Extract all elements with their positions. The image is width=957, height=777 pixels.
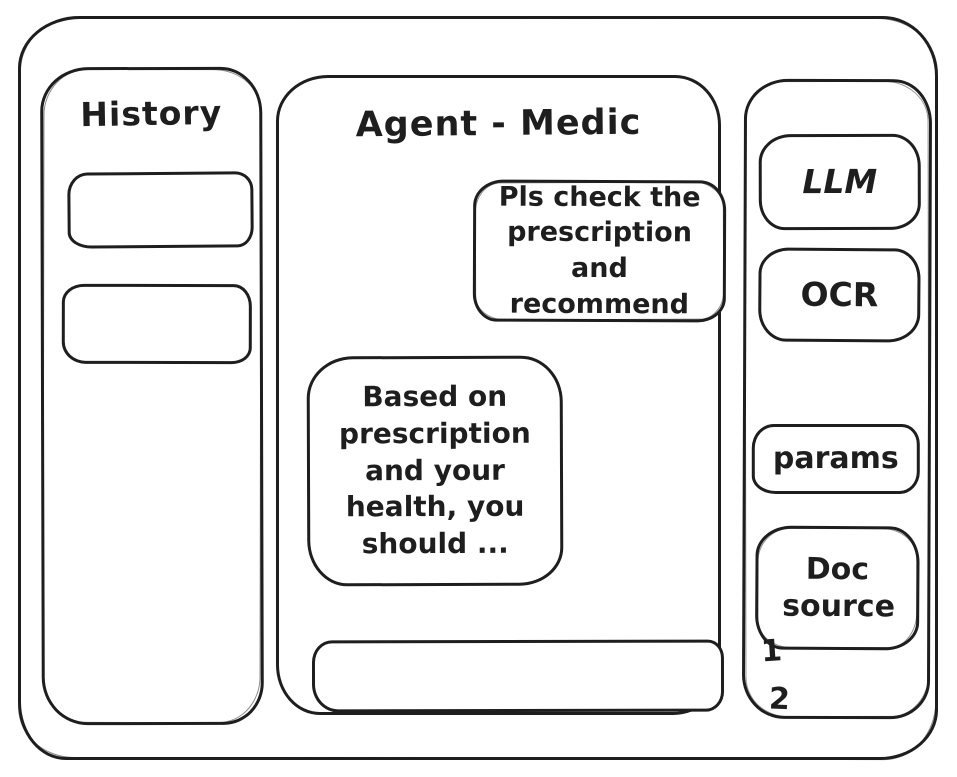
doc-source-item-2[interactable]: 2 xyxy=(768,681,791,718)
doc-source-button[interactable]: Doc source xyxy=(754,525,920,651)
history-panel: History xyxy=(40,66,264,726)
history-item[interactable] xyxy=(67,171,254,249)
doc-source-button-label: Doc source xyxy=(782,551,896,625)
agent-message-bubble: Based on prescription and your health, y… xyxy=(306,355,564,587)
history-title: History xyxy=(80,92,223,135)
llm-button[interactable]: LLM xyxy=(758,133,921,231)
chat-title: Agent - Medic xyxy=(355,102,642,146)
tools-panel: LLM OCR params Doc source 1 2 xyxy=(741,78,933,720)
user-message-bubble: Pls check the prescription and recommend xyxy=(472,179,727,323)
history-item[interactable] xyxy=(61,283,252,365)
ocr-button[interactable]: OCR xyxy=(758,247,921,343)
message-input[interactable] xyxy=(311,639,725,713)
window-frame: History Agent - Medic Pls check the pres… xyxy=(18,16,938,760)
params-button[interactable]: params xyxy=(751,423,920,494)
doc-source-item-1[interactable]: 1 xyxy=(759,633,784,670)
chat-panel: Agent - Medic Pls check the prescription… xyxy=(276,75,727,715)
